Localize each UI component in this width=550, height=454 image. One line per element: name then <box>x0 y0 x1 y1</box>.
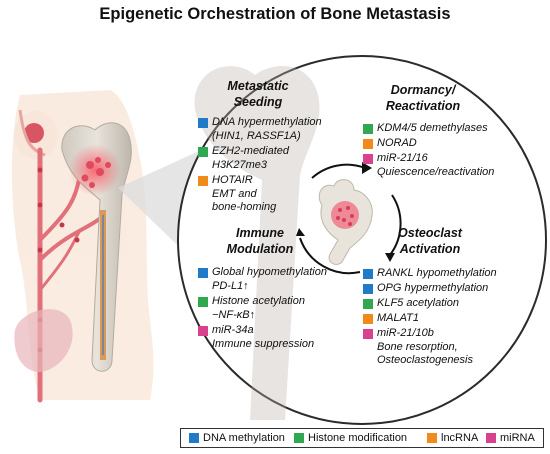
bone-tumor-glow <box>69 144 121 196</box>
legend: DNA methylation Histone modification lnc… <box>180 428 544 448</box>
legend-label: lncRNA <box>441 432 479 444</box>
list-item: DNA hypermethylation (HIN1, RASSF1A) <box>212 116 322 143</box>
title-line: Reactivation <box>385 99 461 113</box>
section-title-dormancy-reactivation: Dormancy/ Reactivation <box>368 82 478 114</box>
item-line: HOTAIR <box>212 174 253 186</box>
item-line: H3K27me3 <box>212 158 268 171</box>
item-line: NORAD <box>377 137 417 149</box>
title-line: Immune <box>236 226 284 240</box>
legend-swatch-dna-methylation <box>363 269 373 279</box>
list-item: MALAT1 <box>377 312 419 326</box>
legend-swatch-lncrna <box>198 176 208 186</box>
list-item: Global hypomethylation PD-L1↑ <box>212 266 327 293</box>
legend-swatch-histone-modification <box>294 433 304 443</box>
item-line: DNA hypermethylation <box>212 116 322 128</box>
list-item: EZH2-mediated H3K27me3 <box>212 145 289 172</box>
list-item: KLF5 acetylation <box>377 297 459 311</box>
item-line: EMT and <box>212 187 257 200</box>
legend-swatch-mirna <box>363 329 373 339</box>
item-line: KDM4/5 demethylases <box>377 122 488 134</box>
legend-swatch-mirna <box>198 326 208 336</box>
item-line: Immune suppression <box>212 337 315 350</box>
item-line: Osteoclastogenesis <box>377 354 473 366</box>
process-circle <box>177 55 547 425</box>
legend-swatch-mirna <box>363 154 373 164</box>
figure-title: Epigenetic Orchestration of Bone Metasta… <box>99 5 451 23</box>
list-item: miR-21/16 Quiescence/reactivation <box>377 152 494 179</box>
item-line: −NF-κB↑ <box>212 308 256 321</box>
list-item: RANKL hypomethylation <box>377 267 497 281</box>
legend-swatch-dna-methylation <box>198 268 208 278</box>
legend-swatch-histone-modification <box>363 299 373 309</box>
list-item: OPG hypermethylation <box>377 282 488 296</box>
title-line: Activation <box>399 242 461 256</box>
item-line: OPG hypermethylation <box>377 282 489 294</box>
item-line: miR-21/16 <box>377 152 428 164</box>
section-title-osteoclast-activation: Osteoclast Activation <box>382 225 478 257</box>
title-line: Metastatic <box>227 79 289 93</box>
item-line: Quiescence/reactivation <box>377 165 495 178</box>
bone-tumor-icon <box>318 179 373 265</box>
cycle-arrows-icon <box>299 163 402 275</box>
legend-swatch-histone-modification <box>198 297 208 307</box>
legend-swatch-mirna <box>486 433 496 443</box>
legend-label: miRNA <box>500 432 535 444</box>
item-line: Global hypomethylation <box>212 266 327 278</box>
title-line: Osteoclast <box>398 226 462 240</box>
legend-label: Histone modification <box>308 432 408 444</box>
list-item: miR-34a Immune suppression <box>212 324 314 351</box>
legend-swatch-lncrna <box>363 314 373 324</box>
legend-swatch-histone-modification <box>363 124 373 134</box>
list-item: NORAD <box>377 137 417 151</box>
legend-label: DNA methylation <box>203 432 285 444</box>
femur-background-icon <box>194 66 320 420</box>
list-item: miR-21/10b Bone resorption, Osteoclastog… <box>377 327 473 368</box>
title-line: Modulation <box>226 242 294 256</box>
item-line: Histone acetylation <box>212 295 305 307</box>
legend-swatch-dna-methylation <box>363 284 373 294</box>
title-line: Dormancy/ <box>390 83 456 97</box>
item-line: PD-L1↑ <box>212 279 249 292</box>
section-title-metastatic-seeding: Metastatic Seeding <box>210 78 306 110</box>
list-item: Histone acetylation −NF-κB↑ <box>212 295 305 322</box>
item-line: miR-21/10b <box>377 327 434 339</box>
legend-swatch-lncrna <box>427 433 437 443</box>
section-title-immune-modulation: Immune Modulation <box>212 225 308 257</box>
breast-tumor-icon <box>24 123 44 143</box>
item-line: Bone resorption, <box>377 340 458 353</box>
item-line: KLF5 acetylation <box>377 297 459 309</box>
item-line: miR-34a <box>212 324 254 336</box>
item-line: MALAT1 <box>377 312 419 324</box>
legend-swatch-dna-methylation <box>189 433 199 443</box>
item-line: EZH2-mediated <box>212 145 290 157</box>
list-item: KDM4/5 demethylases <box>377 122 488 136</box>
legend-swatch-lncrna <box>363 139 373 149</box>
item-line: (HIN1, RASSF1A) <box>212 129 301 142</box>
legend-swatch-histone-modification <box>198 147 208 157</box>
item-line: bone-homing <box>212 201 277 213</box>
item-line: RANKL hypomethylation <box>377 267 497 279</box>
title-line: Seeding <box>233 95 283 109</box>
legend-swatch-dna-methylation <box>198 118 208 128</box>
list-item: HOTAIR EMT and bone-homing <box>212 174 276 215</box>
